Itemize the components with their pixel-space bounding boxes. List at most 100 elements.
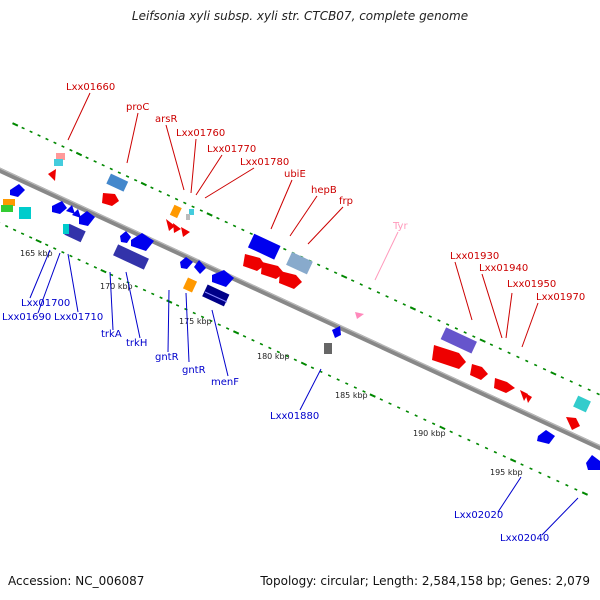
minor-tick [516, 355, 520, 359]
minor-tick [493, 450, 498, 454]
gene-block [19, 207, 31, 219]
gene-block [3, 199, 15, 206]
minor-tick [37, 134, 41, 137]
minor-tick [251, 338, 255, 342]
minor-tick [396, 406, 401, 409]
minor-tick [29, 130, 33, 134]
gene-arrow [566, 417, 580, 430]
minor-tick [578, 384, 582, 388]
minor-tick [142, 288, 147, 292]
gene-arrow [66, 205, 75, 214]
minor-tick [596, 392, 600, 396]
minor-tick [556, 479, 560, 483]
gene-arrow [173, 223, 181, 233]
minor-tick [368, 287, 372, 290]
minor-tick [93, 265, 98, 269]
minor-tick [69, 148, 73, 152]
minor-tick [569, 380, 573, 383]
minor-tick [191, 205, 195, 209]
scale-label: 170 kbp [100, 282, 133, 291]
gene-arrow [470, 364, 488, 380]
major-tick [340, 274, 348, 279]
gene-block [1, 205, 13, 212]
gene-label: arsR [155, 114, 177, 125]
minor-tick [93, 160, 97, 163]
minor-tick [472, 335, 476, 338]
minor-tick [175, 304, 180, 307]
gene-label: Lxx01780 [240, 157, 289, 168]
minor-tick [44, 243, 49, 247]
minor-tick [133, 178, 138, 182]
trna-glyph [355, 312, 364, 319]
major-tick [550, 371, 557, 376]
gene-arrow [279, 271, 302, 289]
minor-tick [241, 228, 245, 232]
gene-arrow [131, 233, 154, 251]
gene-block [202, 284, 230, 307]
genome-stats-text: Topology: circular; Length: 2,584,158 bp… [260, 574, 590, 588]
gene-label: Lxx01880 [270, 411, 319, 422]
reverse-labels: Lxx01700 Lxx01690 Lxx01710 trkA trkH gnt… [2, 298, 549, 544]
minor-tick [402, 303, 406, 306]
minor-tick [353, 386, 358, 389]
gene-arrow [212, 270, 234, 287]
minor-tick [209, 319, 213, 323]
minor-tick [109, 273, 114, 277]
gene-arrow [180, 257, 193, 269]
major-tick [12, 122, 19, 127]
gene-label: ubiE [284, 169, 306, 180]
minor-tick [158, 190, 162, 193]
minor-tick [385, 295, 389, 298]
gene-arrow [181, 227, 190, 237]
minor-tick [159, 296, 163, 300]
trna-leader [374, 231, 399, 281]
gene-block [247, 233, 281, 260]
minor-tick [542, 367, 547, 371]
minor-tick [45, 137, 49, 141]
gene-label: Lxx02040 [500, 533, 549, 544]
major-tick [300, 361, 308, 367]
straddle-genes [247, 233, 477, 354]
minor-tick [345, 382, 349, 385]
gene-label: Lxx01660 [66, 82, 115, 93]
minor-tick [61, 250, 65, 254]
gene-arrow [332, 326, 341, 338]
minor-tick [507, 351, 511, 355]
minor-tick [134, 284, 138, 288]
minor-tick [77, 258, 81, 262]
gene-block [182, 277, 198, 293]
minor-tick [283, 247, 287, 251]
gene-block [573, 395, 591, 413]
minor-tick [316, 263, 321, 267]
gene-arrow [194, 260, 206, 274]
minor-tick [484, 446, 489, 450]
gene-label: trkA [101, 329, 122, 340]
gene-block [324, 343, 332, 354]
minor-tick [525, 359, 529, 363]
minor-tick [125, 175, 130, 178]
minor-tick [12, 228, 17, 232]
gene-arrow [520, 390, 528, 401]
minor-tick [393, 299, 398, 302]
gene-label: Lxx01970 [536, 292, 585, 303]
minor-tick [199, 209, 204, 212]
gene-arrow [586, 455, 600, 470]
gene-arrow [72, 209, 81, 218]
gene-arrow [48, 169, 56, 181]
minor-tick [327, 374, 332, 378]
major-tick [369, 393, 376, 398]
gene-label: Lxx01770 [207, 144, 256, 155]
gene-arrow [243, 254, 265, 271]
gene-label: Lxx02020 [454, 510, 503, 521]
accession-text: Accession: NC_006087 [8, 574, 145, 588]
minor-tick [310, 366, 315, 370]
minor-tick [574, 488, 578, 491]
minor-tick [85, 156, 89, 160]
tick-track-inner [0, 222, 589, 496]
minor-tick [150, 186, 154, 190]
major-tick [509, 458, 517, 463]
gene-block [56, 153, 65, 160]
minor-tick [217, 323, 222, 327]
